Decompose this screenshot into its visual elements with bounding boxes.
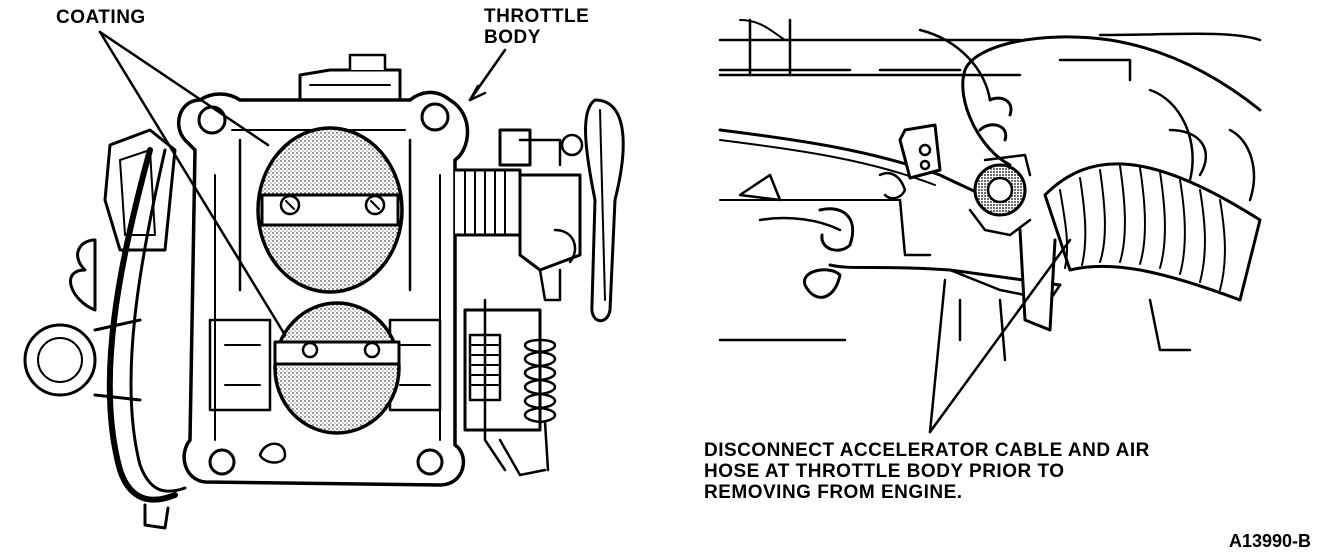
coating-leader-upper xyxy=(98,30,270,147)
coating-label: COATING xyxy=(56,7,146,28)
coating-leader-lower xyxy=(98,30,287,337)
hand xyxy=(961,35,1262,167)
disconnect-note-line-2: HOSE AT THROTTLE BODY PRIOR TO xyxy=(704,461,1065,482)
left-fitting xyxy=(23,323,97,397)
throttle-body-label-line-2: BODY xyxy=(484,27,541,48)
bolt-hole-top-right xyxy=(420,102,450,132)
figure-id: A13990-B xyxy=(1229,531,1312,551)
engine-bay-illustration xyxy=(718,18,1262,434)
vacuum-line xyxy=(106,147,178,503)
disconnect-note: DISCONNECT ACCELERATOR CABLE AND AIR HOS… xyxy=(704,440,1150,503)
top-connector xyxy=(298,68,402,102)
throttle-body-label: THROTTLE BODY xyxy=(484,6,589,48)
disconnect-note-line-3: REMOVING FROM ENGINE. xyxy=(704,482,963,503)
accelerator-cable xyxy=(718,128,1002,207)
throttle-body-illustration xyxy=(23,30,625,530)
note-leader-right xyxy=(928,238,1072,434)
throttle-lever xyxy=(584,98,625,323)
bolt-hole-bottom-right xyxy=(416,448,444,476)
throttle-body-label-line-1: THROTTLE xyxy=(484,6,590,27)
return-spring xyxy=(523,338,557,472)
disconnect-note-line-1: DISCONNECT ACCELERATOR CABLE AND AIR xyxy=(704,440,1150,461)
air-hose xyxy=(1043,162,1262,302)
lower-throttle-plate xyxy=(273,301,401,435)
bolt-hole-bottom-left xyxy=(208,448,236,476)
note-leader-left xyxy=(928,278,947,434)
